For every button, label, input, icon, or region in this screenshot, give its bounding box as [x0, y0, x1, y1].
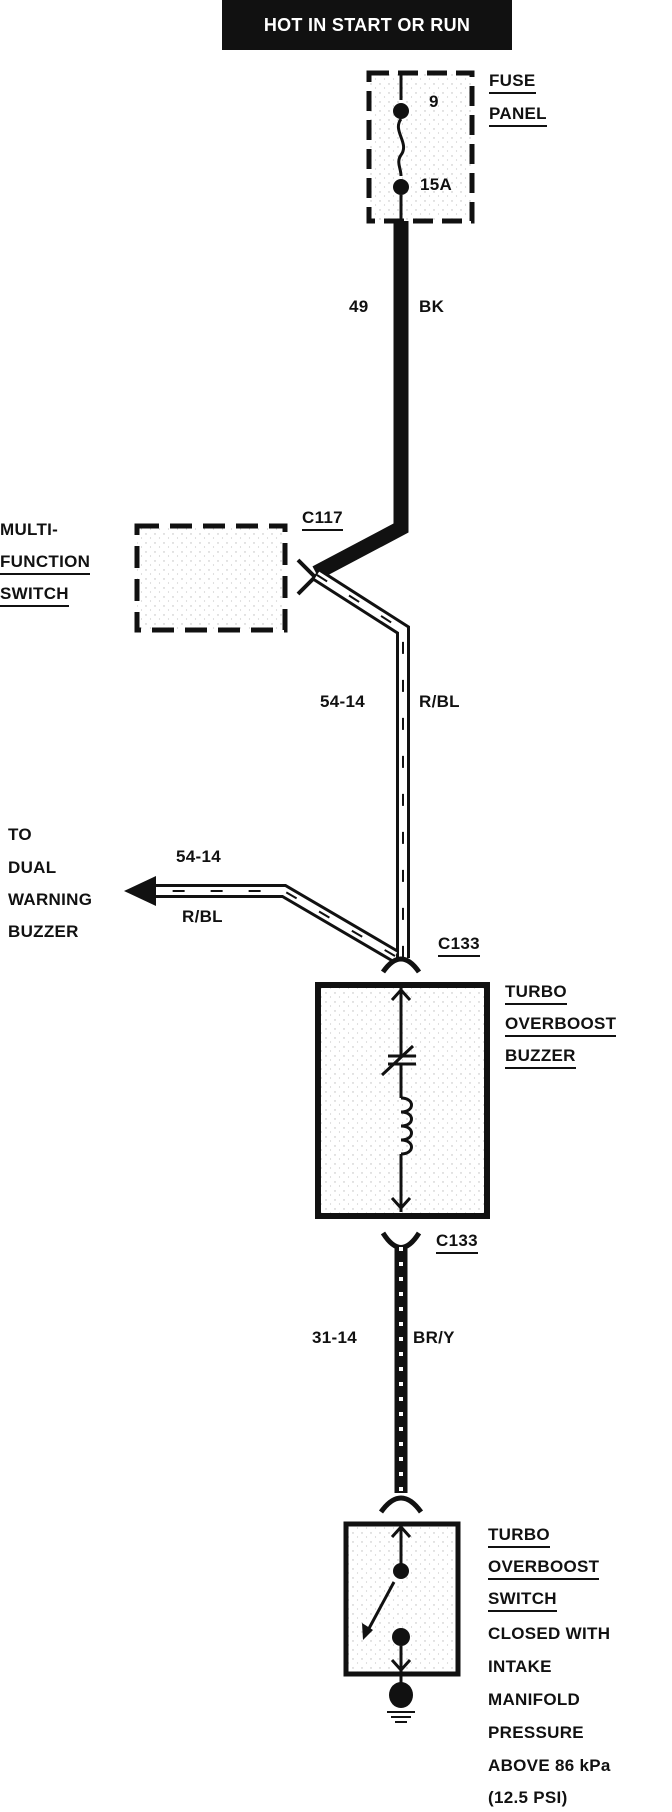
c133-top-label: C133: [438, 935, 480, 957]
switch-desc-4: PRESSURE: [488, 1723, 584, 1742]
turbo-overboost-buzzer-box: [315, 982, 490, 1219]
dual-warning-label-1: TO: [8, 825, 32, 844]
switch-label-1: TURBO: [488, 1526, 550, 1548]
c133-bottom-label: C133: [436, 1232, 478, 1254]
multi-function-label-3: SWITCH: [0, 585, 69, 607]
dual-warning-label-4: BUZZER: [8, 922, 79, 941]
wire-54-branch-color: R/BL: [182, 907, 223, 926]
buzzer-label-2: OVERBOOST: [505, 1015, 617, 1037]
wire-54-14-branch: [124, 876, 399, 963]
fuse-panel: [366, 70, 475, 224]
switch-label-3: SWITCH: [488, 1590, 557, 1612]
switch-desc-3: MANIFOLD: [488, 1690, 581, 1709]
banner-title: HOT IN START OR RUN: [222, 0, 512, 50]
switch-desc-6: (12.5 PSI): [488, 1788, 568, 1807]
multi-function-label-1: MULTI-: [0, 520, 59, 539]
buzzer-label-3: BUZZER: [505, 1047, 576, 1069]
dual-warning-label-2: DUAL: [8, 858, 57, 877]
wire-54-main-color: R/BL: [419, 692, 460, 711]
switch-label-2: OVERBOOST: [488, 1558, 600, 1580]
switch-connector: [378, 1495, 424, 1514]
multi-function-switch-box: [134, 523, 288, 633]
fuse-panel-label-2: PANEL: [489, 105, 547, 127]
switch-desc-2: INTAKE: [488, 1657, 552, 1676]
buzzer-label-1: TURBO: [505, 983, 567, 1005]
wire-31-color: BR/Y: [413, 1328, 455, 1347]
fuse-rating: 15A: [420, 175, 453, 194]
turbo-overboost-switch-box: [343, 1521, 461, 1723]
c133-bottom-connector: [380, 1231, 422, 1250]
wire-54-14-main: [313, 569, 410, 958]
switch-desc-5: ABOVE 86 kPa: [488, 1756, 611, 1775]
fuse-number: 9: [429, 92, 439, 111]
wire-31-circuit: 31-14: [312, 1328, 357, 1347]
wire-49-bk: [312, 221, 409, 580]
wire-49-color: BK: [419, 297, 445, 316]
wire-49-circuit: 49: [349, 297, 369, 316]
c117-label: C117: [302, 509, 343, 531]
multi-function-label-2: FUNCTION: [0, 553, 91, 575]
wire-54-main-circuit: 54-14: [320, 692, 365, 711]
switch-desc-1: CLOSED WITH: [488, 1624, 611, 1643]
c117-connector: [296, 558, 320, 596]
wire-54-branch-circuit: 54-14: [176, 847, 221, 866]
fuse-panel-label-1: FUSE: [489, 72, 536, 94]
c133-top-connector: [380, 956, 422, 974]
dual-warning-label-3: WARNING: [8, 890, 93, 909]
